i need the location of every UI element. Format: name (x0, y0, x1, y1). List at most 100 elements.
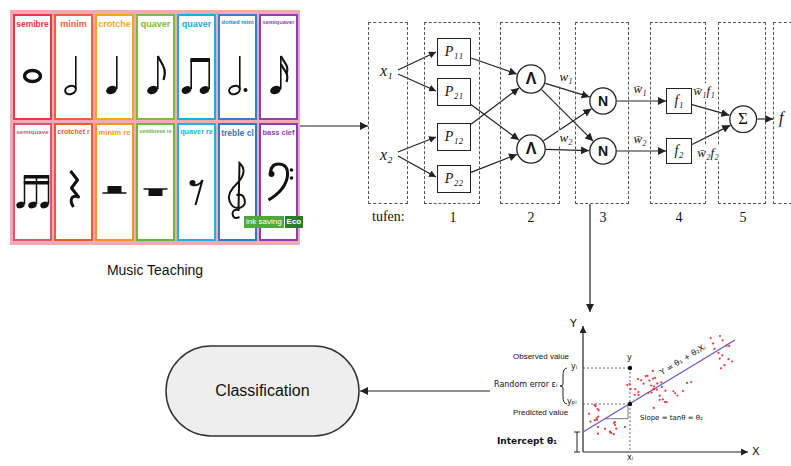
data-point (613, 433, 615, 435)
data-point (721, 339, 723, 341)
node-label: Classification (215, 381, 309, 400)
data-point (614, 421, 616, 423)
data-point (634, 394, 636, 396)
data-point (686, 382, 688, 384)
data-point (594, 419, 596, 421)
layer-number: 1 (450, 210, 457, 227)
data-point (713, 348, 715, 350)
data-point (723, 364, 725, 366)
axis-tick-label: xᵢ (627, 453, 633, 463)
regression-line (583, 340, 735, 432)
node-label: N (598, 143, 608, 160)
membership-box: P₂₂ (437, 165, 471, 193)
data-point (690, 381, 692, 383)
card-title: dotted mini (221, 19, 253, 26)
data-point (637, 378, 639, 380)
output-variable: f (779, 108, 783, 127)
data-point (656, 389, 658, 391)
edge-label: w₁ (558, 69, 573, 85)
circle-shape (590, 138, 616, 164)
rule-node: Λ (516, 134, 546, 164)
circle-shape (590, 88, 616, 114)
consequent-box: f₁ (666, 88, 692, 114)
regression-chart-panel: YObserved valueyᵢyRandom error εᵢyₚᵢPred… (490, 312, 788, 464)
data-point (604, 428, 606, 430)
connector (471, 105, 519, 140)
connector (471, 58, 517, 74)
layer-number: 2 (528, 210, 535, 227)
connector (546, 149, 589, 150)
edge-label: w̄₁f₁ (692, 83, 715, 99)
note-card: semibreve re (136, 123, 175, 241)
data-point (642, 383, 644, 385)
data-point (653, 407, 655, 409)
connector (545, 83, 589, 97)
data-point (597, 426, 599, 428)
data-point (589, 421, 591, 423)
equation-label: Y = θ₁ + θ₂Xᵢ (658, 343, 707, 378)
network-layer: 5Σ (718, 22, 766, 204)
data-point (662, 398, 664, 400)
note-card: quaver (136, 14, 175, 120)
data-point (650, 384, 652, 386)
input-variable: x₂ (380, 145, 393, 164)
data-point (637, 391, 639, 393)
beamed-semiquavers-symbol (15, 175, 49, 209)
crotchet-symbol (105, 56, 118, 96)
circle-shape (730, 106, 757, 133)
connector (360, 390, 490, 391)
connector (589, 204, 590, 312)
note-card: quaver re (177, 123, 216, 241)
note-card: dotted mini (218, 14, 257, 120)
layer-number: 4 (676, 210, 683, 227)
data-point (596, 417, 598, 419)
node-label: f₁ (675, 93, 684, 110)
chart-annotation: Random error εᵢ (494, 380, 557, 390)
data-point (712, 342, 714, 344)
card-title: crotchet r (57, 128, 89, 136)
card-title: crotche (98, 19, 131, 30)
data-point (652, 370, 654, 372)
data-point (651, 392, 653, 394)
badge-text: ink saving (244, 216, 284, 228)
data-point (609, 431, 611, 433)
dotted-minim-symbol (228, 56, 248, 96)
input-layer: x₁x₂ (368, 22, 408, 204)
note-card: crotche (95, 14, 134, 120)
slope-triangle (605, 405, 628, 419)
axis-label: Y (570, 317, 577, 330)
data-point (624, 426, 626, 428)
note-card: semiquave (13, 123, 52, 241)
data-point (727, 358, 729, 360)
node-label: P₁₂ (445, 129, 463, 146)
axis-label: X (752, 445, 760, 458)
layer-caption: tufen: (372, 209, 405, 226)
note-card: minim re (95, 123, 134, 241)
data-point (638, 394, 640, 396)
layer-number: 5 (740, 210, 747, 227)
card-title: minim (60, 19, 87, 30)
data-point (719, 358, 721, 360)
data-point (720, 367, 722, 369)
connector (471, 88, 519, 124)
edge-label: w̄₁ (632, 81, 647, 97)
chart-annotation: Slope = tanθ = θ₂ (640, 414, 703, 422)
semibreve-rest-symbol (144, 189, 168, 196)
card-title: treble cl (221, 128, 254, 138)
data-point (626, 384, 628, 386)
chart-annotation: yᵢ (571, 362, 577, 372)
poster-panel: Music Teachingsemibreminimcrotchequaverq… (10, 10, 300, 245)
rule-node: Λ (516, 64, 546, 94)
chart-annotation: y (627, 353, 632, 363)
note-card: crotchet r (54, 123, 93, 241)
connector (692, 105, 729, 115)
data-point (640, 379, 642, 381)
data-point (654, 377, 656, 379)
card-title: semibre (16, 19, 49, 29)
node-label: P₂₁ (445, 84, 463, 101)
data-point (676, 394, 678, 396)
network-layer: 2ΛΛ (500, 22, 560, 204)
pill-shape (166, 346, 359, 436)
data-point (710, 337, 712, 339)
chart-annotation: Intercept θ₁ (497, 436, 557, 447)
